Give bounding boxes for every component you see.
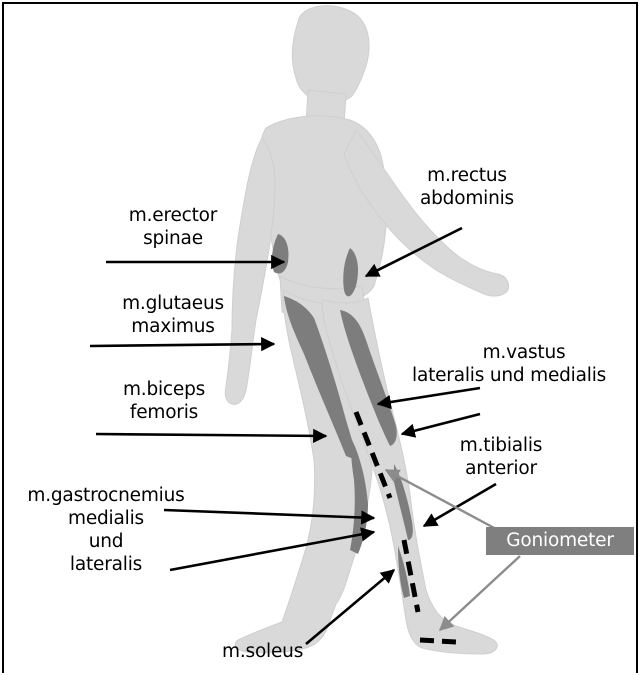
label-gastro-line4: lateralis <box>18 553 194 576</box>
label-gastrocnemius: m.gastrocnemius medialis und lateralis <box>18 484 194 576</box>
label-biceps-line2: femoris <box>104 401 224 424</box>
label-glutaeus-line2: maximus <box>98 315 248 338</box>
label-tibialis-line1: m.tibialis <box>446 434 556 457</box>
label-erector-line2: spinae <box>108 227 238 250</box>
label-gastro-line3: und <box>18 530 194 553</box>
label-tibialis-anterior: m.tibialis anterior <box>446 434 556 480</box>
label-rectus-abdominis: m.rectus abdominis <box>404 164 530 210</box>
back-arm <box>225 138 275 404</box>
label-gastro-line2: medialis <box>18 507 194 530</box>
arrow-vastus-2 <box>402 414 480 434</box>
label-gastro-line1: m.gastrocnemius <box>18 484 194 507</box>
label-vastus: m.vastus lateralis und medialis <box>410 341 638 387</box>
label-tibialis-line2: anterior <box>446 457 556 480</box>
torso <box>260 116 387 302</box>
label-biceps-femoris: m.biceps femoris <box>104 378 224 424</box>
label-erector-line1: m.erector <box>108 204 238 227</box>
head <box>292 6 369 105</box>
label-rectus-line1: m.rectus <box>404 164 530 187</box>
arrow-vastus <box>378 388 480 404</box>
body-silhouette <box>225 6 508 654</box>
label-biceps-line1: m.biceps <box>104 378 224 401</box>
label-vastus-line1: m.vastus <box>410 341 638 364</box>
goniometer-arrow-foot <box>440 556 520 630</box>
label-erector-spinae: m.erector spinae <box>108 204 238 250</box>
label-rectus-line2: abdominis <box>404 187 530 210</box>
goniometer-tag: Goniometer <box>486 527 634 555</box>
label-vastus-line2: lateralis und medialis <box>410 364 638 387</box>
label-glutaeus-maximus: m.glutaeus maximus <box>98 292 248 338</box>
arrow-tibialis <box>424 484 496 526</box>
arrow-biceps <box>96 434 326 436</box>
label-glutaeus-line1: m.glutaeus <box>98 292 248 315</box>
label-soleus: m.soleus <box>222 640 303 663</box>
